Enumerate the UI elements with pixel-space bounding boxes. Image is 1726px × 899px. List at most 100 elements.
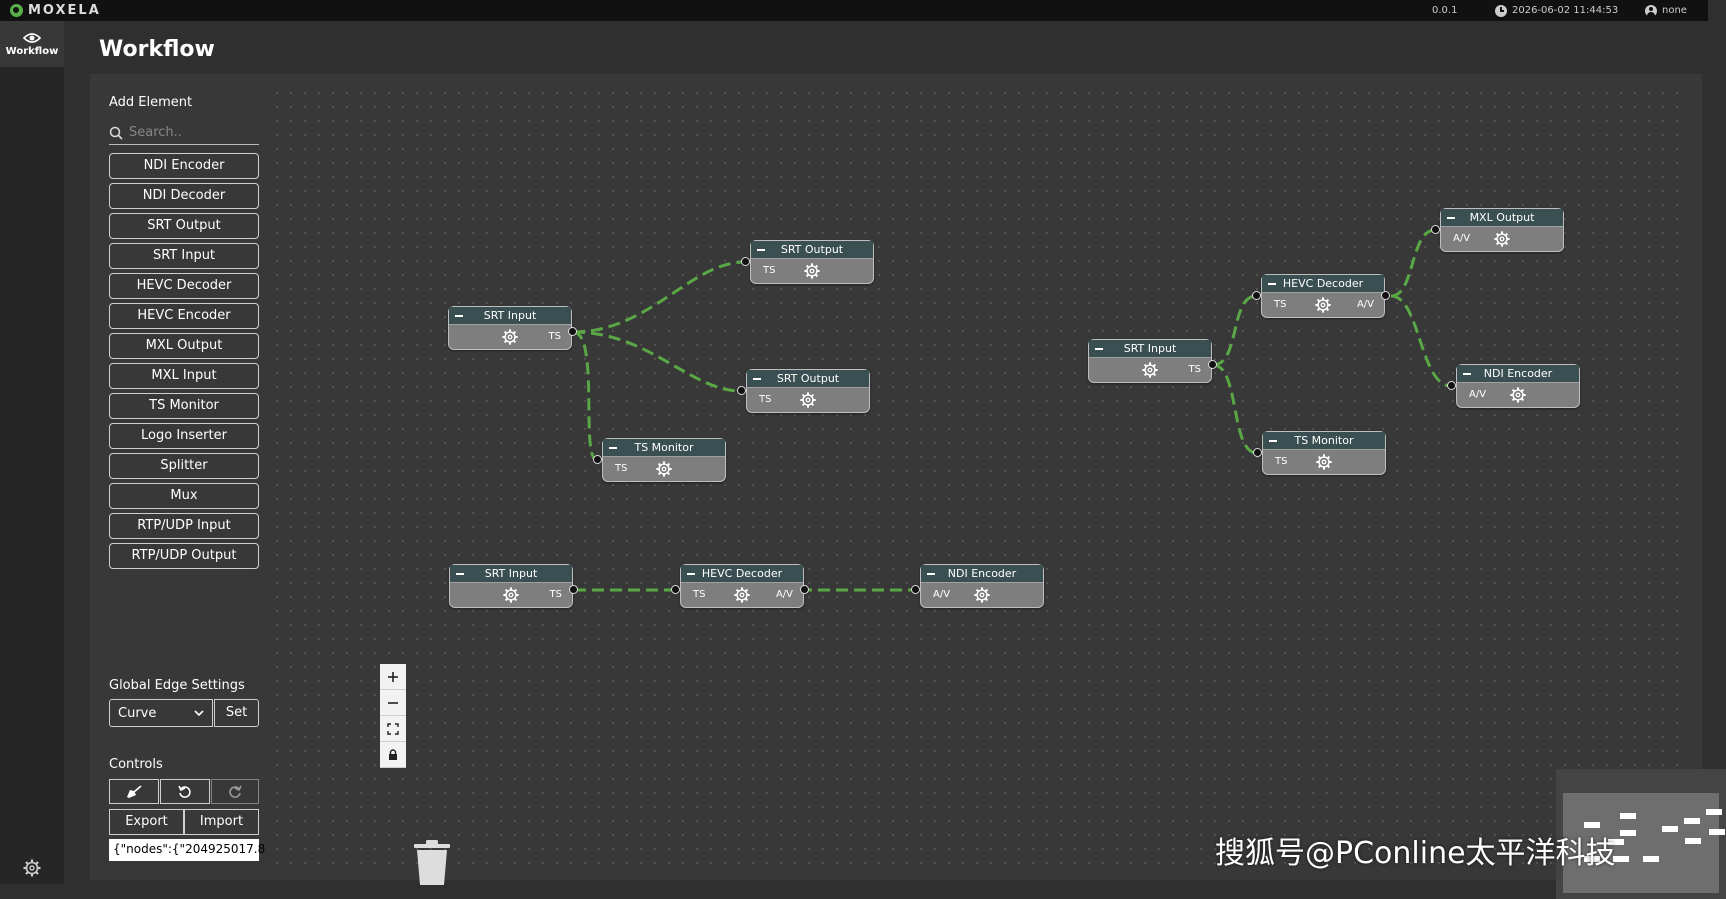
collapse-icon[interactable] xyxy=(687,573,695,575)
gear-icon[interactable] xyxy=(502,586,520,604)
output-port[interactable] xyxy=(1208,360,1217,369)
gear-icon[interactable] xyxy=(1493,230,1511,248)
output-port[interactable] xyxy=(800,585,809,594)
input-port-label: TS xyxy=(1274,299,1287,310)
node-ndi-encoder[interactable]: NDI Encoder A/V xyxy=(1456,364,1580,408)
gear-icon[interactable] xyxy=(1315,453,1333,471)
workflow-canvas[interactable]: SRT Input TS SRT Output TS SRT Output TS xyxy=(270,86,1690,876)
add-logo-inserter-button[interactable]: Logo Inserter xyxy=(109,423,259,449)
collapse-icon[interactable] xyxy=(609,447,617,449)
minimap[interactable] xyxy=(1556,769,1726,899)
node-header: SRT Output xyxy=(751,241,873,259)
node-srt-input[interactable]: SRT Input TS xyxy=(448,306,572,350)
gear-icon[interactable] xyxy=(733,586,751,604)
json-export-field[interactable]: {"nodes":{"204925017.8 xyxy=(109,839,265,861)
add-mux-button[interactable]: Mux xyxy=(109,483,259,509)
gear-icon[interactable] xyxy=(1509,386,1527,404)
collapse-icon[interactable] xyxy=(1463,373,1471,375)
input-port[interactable] xyxy=(911,585,920,594)
user-menu[interactable]: none xyxy=(1645,3,1687,18)
add-splitter-button[interactable]: Splitter xyxy=(109,453,259,479)
input-port-label: TS xyxy=(615,463,628,474)
top-bar: MOXELA 0.0.1 2026-06-02 11:44:53 none xyxy=(0,0,1708,21)
edge-n1-n3 xyxy=(572,330,742,393)
nav-item-label: Workflow xyxy=(5,45,59,57)
clear-button[interactable] xyxy=(109,779,159,804)
gear-icon[interactable] xyxy=(1141,361,1159,379)
fit-view-button[interactable] xyxy=(380,716,406,742)
input-port-label: TS xyxy=(759,394,772,405)
add-rtp-udp-output-button[interactable]: RTP/UDP Output xyxy=(109,543,259,569)
zoom-out-button[interactable] xyxy=(380,690,406,716)
import-button[interactable]: Import xyxy=(184,809,259,835)
add-hevc-encoder-button[interactable]: HEVC Encoder xyxy=(109,303,259,329)
node-title: SRT Output xyxy=(780,243,844,256)
input-port[interactable] xyxy=(1431,225,1440,234)
node-header: SRT Input xyxy=(449,307,571,325)
node-title: SRT Input xyxy=(1123,342,1177,355)
set-edge-button[interactable]: Set xyxy=(214,699,259,727)
collapse-icon[interactable] xyxy=(455,315,463,317)
collapse-icon[interactable] xyxy=(753,378,761,380)
add-ndi-encoder-button[interactable]: NDI Encoder xyxy=(109,153,259,179)
input-port[interactable] xyxy=(593,455,602,464)
gear-icon[interactable] xyxy=(973,586,991,604)
output-port[interactable] xyxy=(569,585,578,594)
add-mxl-output-button[interactable]: MXL Output xyxy=(109,333,259,359)
search-input[interactable] xyxy=(129,125,254,140)
node-srt-input[interactable]: SRT Input TS xyxy=(449,564,573,608)
lock-button[interactable] xyxy=(380,742,406,768)
output-port[interactable] xyxy=(1381,291,1390,300)
node-srt-input[interactable]: SRT Input TS xyxy=(1088,339,1212,383)
output-port[interactable] xyxy=(568,327,577,336)
collapse-icon[interactable] xyxy=(1269,440,1277,442)
minimap-node xyxy=(1684,818,1700,824)
add-srt-output-button[interactable]: SRT Output xyxy=(109,213,259,239)
node-mxl-output[interactable]: MXL Output A/V xyxy=(1440,208,1564,252)
nav-item-workflow[interactable]: Workflow xyxy=(0,21,64,67)
watermark-text: 搜狐号@PConline太平洋科技 xyxy=(1215,836,1616,871)
gear-icon[interactable] xyxy=(501,328,519,346)
input-port[interactable] xyxy=(741,257,750,266)
add-rtp-udp-input-button[interactable]: RTP/UDP Input xyxy=(109,513,259,539)
gear-icon[interactable] xyxy=(655,460,673,478)
zoom-in-button[interactable] xyxy=(380,664,406,690)
input-port[interactable] xyxy=(1447,381,1456,390)
collapse-icon[interactable] xyxy=(927,573,935,575)
edge-n1-n2 xyxy=(572,260,746,334)
node-hevc-decoder[interactable]: HEVC Decoder TS A/V xyxy=(680,564,804,608)
node-title: SRT Input xyxy=(483,309,537,322)
collapse-icon[interactable] xyxy=(1095,348,1103,350)
add-hevc-decoder-button[interactable]: HEVC Decoder xyxy=(109,273,259,299)
input-port[interactable] xyxy=(737,386,746,395)
collapse-icon[interactable] xyxy=(1447,217,1455,219)
redo-button[interactable] xyxy=(211,779,259,804)
gear-icon[interactable] xyxy=(803,262,821,280)
node-ndi-encoder[interactable]: NDI Encoder A/V xyxy=(920,564,1044,608)
edge-type-select[interactable]: Curve xyxy=(109,699,213,727)
collapse-icon[interactable] xyxy=(456,573,464,575)
add-ndi-decoder-button[interactable]: NDI Decoder xyxy=(109,183,259,209)
gear-icon[interactable] xyxy=(1314,296,1332,314)
node-srt-output[interactable]: SRT Output TS xyxy=(746,369,870,413)
node-ts-monitor[interactable]: TS Monitor TS xyxy=(602,438,726,482)
node-ts-monitor[interactable]: TS Monitor TS xyxy=(1262,431,1386,475)
add-srt-input-button[interactable]: SRT Input xyxy=(109,243,259,269)
node-hevc-decoder[interactable]: HEVC Decoder TS A/V xyxy=(1261,274,1385,318)
node-title: TS Monitor xyxy=(1294,434,1354,447)
input-port[interactable] xyxy=(1252,291,1261,300)
input-port[interactable] xyxy=(1253,448,1262,457)
gear-icon[interactable] xyxy=(22,858,42,878)
export-button[interactable]: Export xyxy=(109,809,184,835)
undo-button[interactable] xyxy=(160,779,210,804)
collapse-icon[interactable] xyxy=(757,249,765,251)
node-srt-output[interactable]: SRT Output TS xyxy=(750,240,874,284)
add-ts-monitor-button[interactable]: TS Monitor xyxy=(109,393,259,419)
input-port[interactable] xyxy=(671,585,680,594)
collapse-icon[interactable] xyxy=(1268,283,1276,285)
edge-n6-n8 xyxy=(1390,294,1452,388)
trash-icon[interactable] xyxy=(412,839,452,887)
add-mxl-input-button[interactable]: MXL Input xyxy=(109,363,259,389)
node-header: SRT Output xyxy=(747,370,869,388)
gear-icon[interactable] xyxy=(799,391,817,409)
